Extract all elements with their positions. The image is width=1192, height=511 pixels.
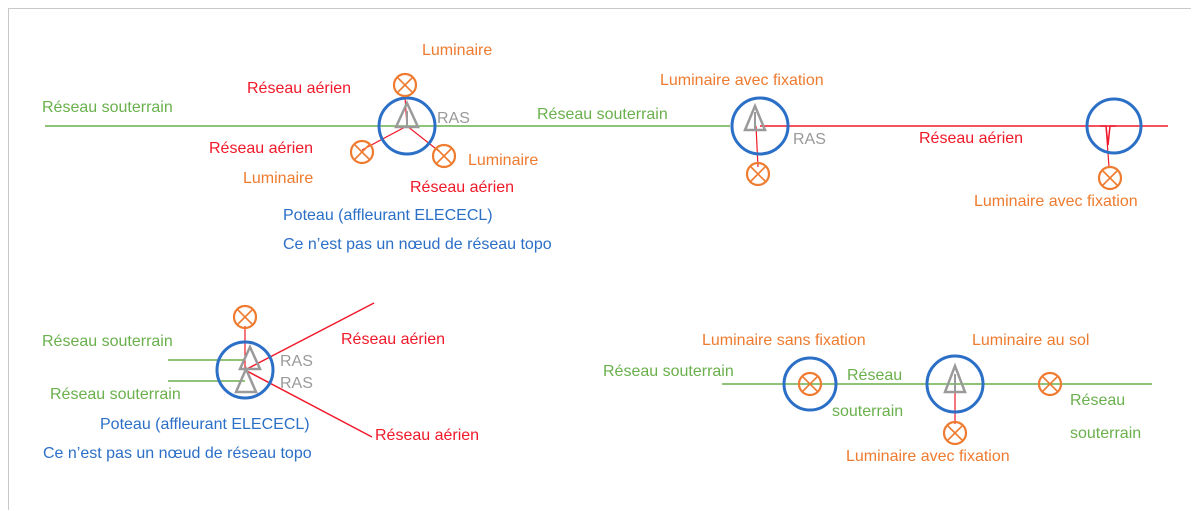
panel-ground-luminaires bbox=[722, 354, 1152, 446]
luminaire-ground-label: Luminaire au sol bbox=[972, 332, 1090, 349]
not-topo-node-note: Ce n’est pas un nœud de réseau topo bbox=[43, 445, 312, 462]
aerial-line bbox=[244, 369, 373, 438]
panel-pole-topright bbox=[730, 96, 1168, 191]
pole-circle bbox=[730, 96, 790, 156]
luminaire-icon bbox=[232, 304, 258, 330]
pole-circle bbox=[925, 354, 985, 414]
ras-label: RAS bbox=[437, 110, 470, 127]
aerial-label: Réseau aérien bbox=[410, 179, 515, 196]
pole-label: Poteau (affleurant ELECECL) bbox=[283, 207, 493, 224]
underground-label-part1: Réseau bbox=[1070, 392, 1126, 409]
aerial-label: Réseau aérien bbox=[247, 80, 352, 97]
pole-circle bbox=[377, 96, 437, 156]
luminaire-label: Luminaire bbox=[243, 170, 314, 187]
panel-pole-topleft bbox=[45, 72, 730, 169]
diagram-frame bbox=[8, 8, 1191, 510]
aerial-line bbox=[244, 302, 375, 371]
luminaire-icon bbox=[1097, 165, 1123, 191]
underground-label: Réseau souterrain bbox=[603, 363, 734, 380]
aerial-label: Réseau aérien bbox=[209, 140, 314, 157]
ras-triangle bbox=[234, 365, 258, 394]
underground-label-part2: souterrain bbox=[832, 403, 904, 420]
ras-triangle bbox=[238, 343, 262, 371]
underground-label: Réseau souterrain bbox=[42, 333, 173, 350]
aerial-label: Réseau aérien bbox=[919, 130, 1024, 147]
underground-label-part1: Réseau bbox=[847, 367, 903, 384]
luminaire-label: Luminaire bbox=[422, 42, 493, 59]
pole-circle bbox=[1085, 97, 1143, 155]
luminaire-icon bbox=[431, 143, 457, 169]
underground-label: Réseau souterrain bbox=[50, 386, 181, 403]
ras-label: RAS bbox=[280, 353, 313, 370]
luminaire-icon bbox=[392, 72, 418, 98]
aerial-label: Réseau aérien bbox=[375, 427, 480, 444]
pole-circle bbox=[215, 340, 275, 400]
aerial-line bbox=[361, 125, 408, 151]
luminaire-with-fixing-label: Luminaire avec fixation bbox=[660, 72, 824, 89]
aerial-line bbox=[406, 125, 441, 153]
luminaire-with-fixing-label: Luminaire avec fixation bbox=[846, 448, 1010, 465]
luminaire-label: Luminaire bbox=[468, 152, 539, 169]
aerial-line bbox=[755, 125, 759, 168]
underground-label: Réseau souterrain bbox=[537, 106, 668, 123]
underground-label: Réseau souterrain bbox=[42, 99, 173, 116]
ras-label: RAS bbox=[280, 375, 313, 392]
luminaire-with-fixing-label: Luminaire avec fixation bbox=[974, 193, 1138, 210]
aerial-dip bbox=[1100, 125, 1116, 146]
aerial-label: Réseau aérien bbox=[341, 331, 446, 348]
pole-label: Poteau (affleurant ELECECL) bbox=[100, 416, 310, 433]
not-topo-node-note: Ce n’est pas un nœud de réseau topo bbox=[283, 236, 552, 253]
underground-label-part2: souterrain bbox=[1070, 425, 1142, 442]
luminaire-icon bbox=[942, 420, 968, 446]
pole-circle bbox=[782, 356, 838, 412]
luminaire-icon bbox=[349, 139, 375, 165]
ras-label: RAS bbox=[793, 131, 826, 148]
luminaire-without-fixing-label: Luminaire sans fixation bbox=[702, 332, 866, 349]
panel-pole-bottomleft bbox=[168, 302, 375, 438]
